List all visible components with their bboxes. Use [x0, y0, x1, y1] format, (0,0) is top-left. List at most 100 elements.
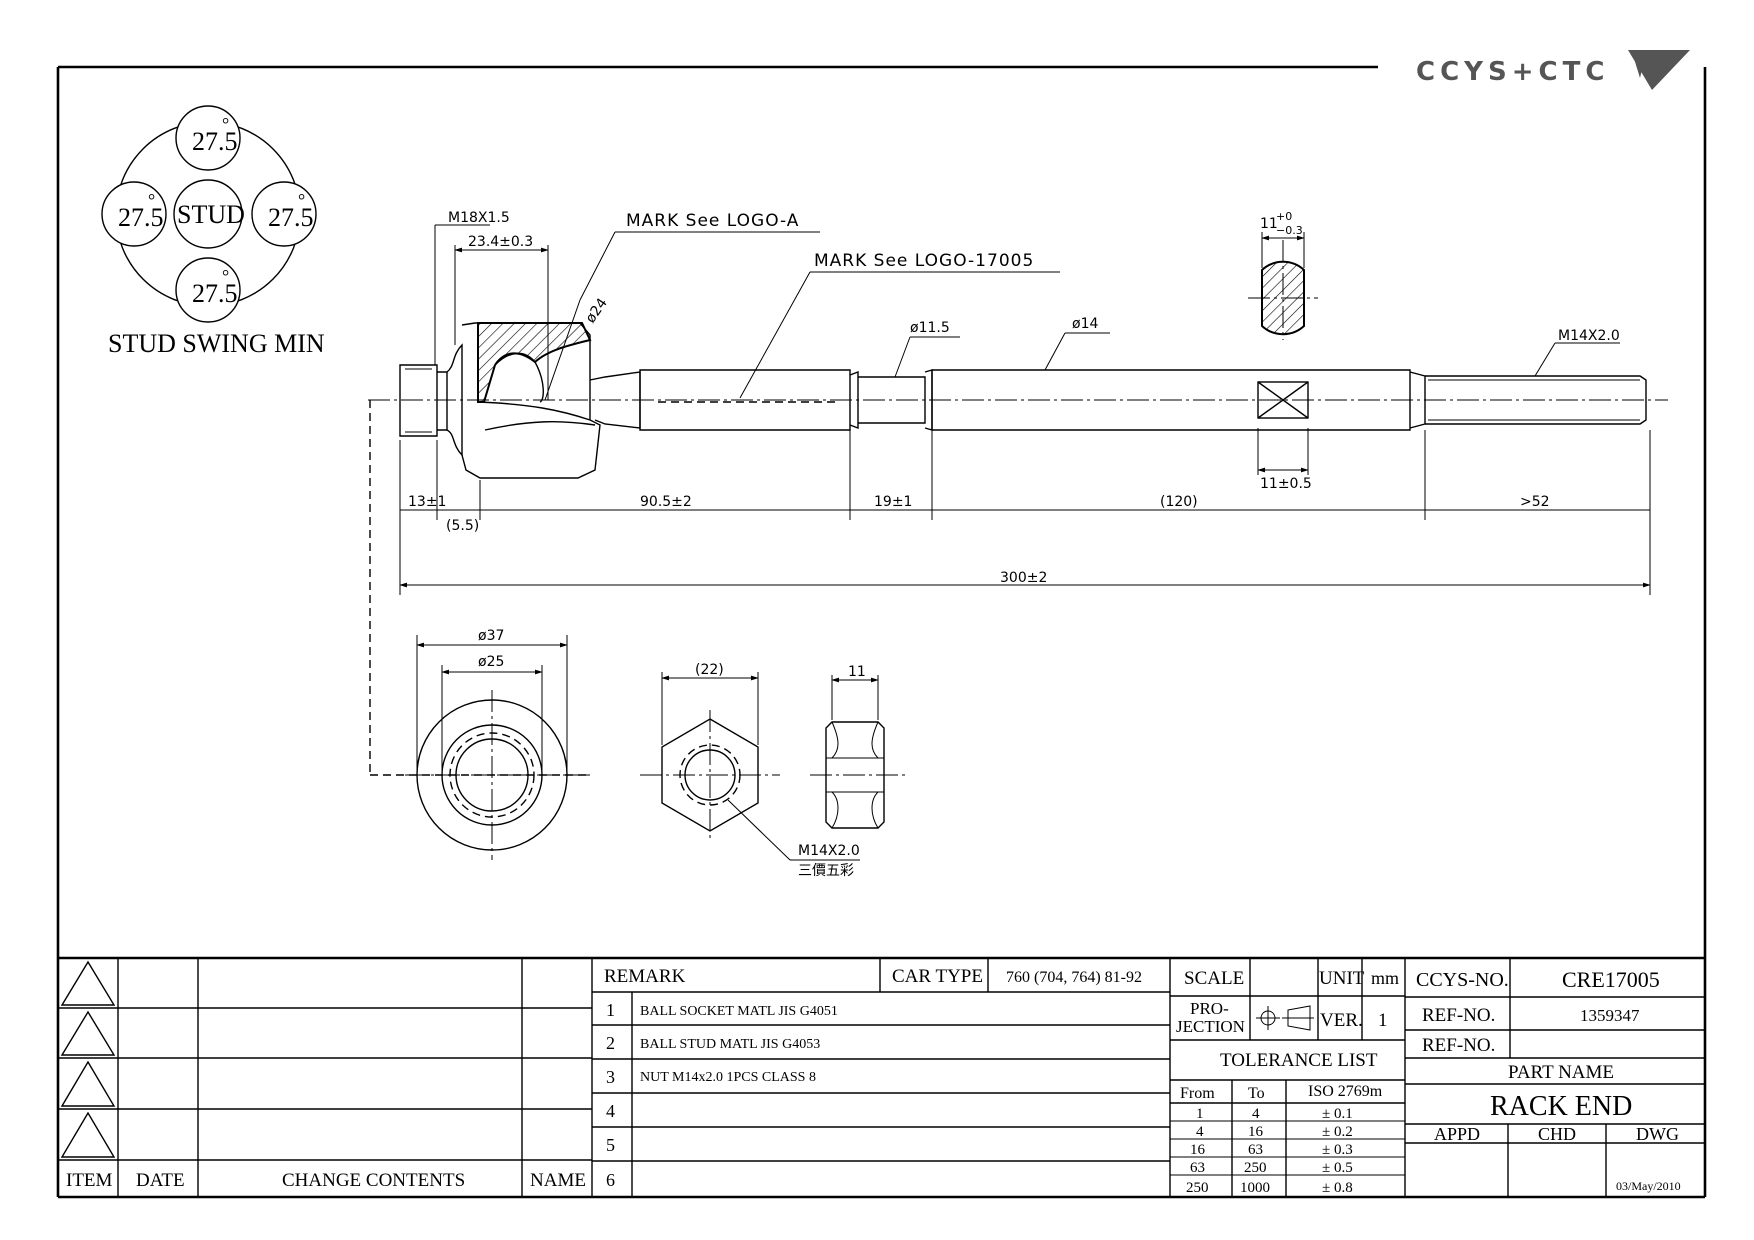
logo-text: CCYS+CTC: [1416, 57, 1609, 87]
revision-block: ITEM DATE CHANGE CONTENTS NAME: [58, 958, 593, 1197]
ref-no-value-1: 1359347: [1580, 1006, 1640, 1025]
ccys-no-value: CRE17005: [1562, 967, 1660, 992]
remark-header: REMARK: [604, 966, 686, 987]
scale-tolerance-block: SCALE UNIT mm PRO- JECTION VER. 1 TOLERA…: [1169, 958, 1405, 1197]
swing-degree-bottom: °: [222, 266, 229, 286]
ver-value: 1: [1378, 1010, 1388, 1031]
dim-flat-11: 11±0.5: [1260, 476, 1312, 492]
swing-degree-left: °: [148, 190, 155, 210]
swing-degree-right: °: [298, 190, 305, 210]
swing-caption: STUD SWING MIN: [108, 329, 325, 358]
tol-row-2-tol: ± 0.2: [1322, 1124, 1353, 1140]
scale-label: SCALE: [1184, 968, 1244, 989]
swing-center-label: STUD: [177, 200, 245, 229]
dim-mark-17005: MARK See LOGO-17005: [814, 251, 1034, 271]
swing-circle-bottom: [175, 257, 241, 323]
dim-phi37: ø37: [478, 628, 504, 644]
stud-swing-diagram: 27.5 27.5 27.5 27.5 ° ° ° ° STUD STUD SW…: [101, 105, 325, 358]
dim-flat-tol-upper: +0: [1276, 210, 1292, 223]
tol-row-2-from: 4: [1196, 1124, 1204, 1140]
tol-row-5-to: 1000: [1240, 1180, 1270, 1196]
dim-m14-top: M14X2.0: [1558, 328, 1620, 344]
appd-label: APPD: [1434, 1124, 1480, 1144]
remark-row-2-no: 2: [606, 1033, 615, 1053]
tolerance-header-iso: ISO 2769m: [1308, 1083, 1383, 1100]
tol-row-4-to: 250: [1244, 1160, 1267, 1176]
remark-row-2-text: BALL STUD MATL JIS G4053: [640, 1037, 820, 1052]
rev-header-name: NAME: [530, 1170, 586, 1191]
drawing-date: 03/May/2010: [1616, 1179, 1681, 1193]
dim-5-5: (5.5): [446, 518, 479, 534]
car-type-label: CAR TYPE: [892, 966, 983, 987]
dim-120: (120): [1160, 494, 1198, 510]
swing-degree-top: °: [222, 114, 229, 134]
remark-row-5-no: 5: [606, 1135, 615, 1155]
rev-header-date: DATE: [136, 1170, 185, 1191]
ver-label: VER.: [1320, 1010, 1363, 1031]
hex-nut-side-view: 11: [810, 664, 905, 829]
swing-top-value: 27.5: [192, 127, 238, 156]
remark-row-1-text: BALL SOCKET MATL JIS G4051: [640, 1004, 838, 1019]
rack-end-side-view: [368, 240, 1668, 479]
logo-mark-icon: [1628, 50, 1690, 90]
title-block: ITEM DATE CHANGE CONTENTS NAME REMARK CA…: [58, 956, 1705, 1197]
dim-flat-tol-lower: −0.3: [1276, 224, 1303, 237]
remark-row-3-no: 3: [606, 1067, 615, 1087]
dim-m18: M18X1.5: [448, 210, 510, 226]
dwg-label: DWG: [1636, 1124, 1679, 1144]
part-info-block: CCYS-NO. CRE17005 REF-NO. 1359347 REF-NO…: [1404, 958, 1705, 1197]
dim-mark-a: MARK See LOGO-A: [626, 211, 799, 231]
swing-circle-right: [251, 181, 317, 247]
tol-row-4-from: 63: [1190, 1160, 1205, 1176]
tol-row-4-tol: ± 0.5: [1322, 1160, 1353, 1176]
tol-row-5-tol: ± 0.8: [1322, 1180, 1353, 1196]
dim-phi11-5: ø11.5: [910, 320, 950, 336]
hex-nut-end-view: (22) M14X2.0 三價五彩: [640, 662, 860, 879]
swing-left-value: 27.5: [118, 203, 164, 232]
flats-section-hatch: [1261, 260, 1305, 336]
remark-row-6-no: 6: [606, 1170, 615, 1190]
dim-phi25: ø25: [478, 654, 504, 670]
dim-13: 13±1: [408, 494, 446, 510]
tol-row-5-from: 250: [1186, 1180, 1209, 1196]
tol-row-3-tol: ± 0.3: [1322, 1142, 1353, 1158]
remark-row-3-text: NUT M14x2.0 1PCS CLASS 8: [640, 1070, 816, 1085]
swing-circle-center: [173, 179, 243, 249]
dimension-texts: M18X1.5 23.4±0.3 MARK See LOGO-A MARK Se…: [408, 210, 1620, 586]
dim-23-4: 23.4±0.3: [468, 234, 533, 250]
unit-label: UNIT: [1319, 968, 1365, 989]
rev-header-change: CHANGE CONTENTS: [282, 1170, 465, 1191]
sheet-border: [56, 65, 1707, 1199]
tol-row-1-to: 4: [1252, 1106, 1260, 1122]
dim-19: 19±1: [874, 494, 912, 510]
car-type-value: 760 (704, 764) 81-92: [1006, 969, 1142, 986]
part-name-value: RACK END: [1490, 1091, 1632, 1122]
swing-circle-left: [101, 181, 167, 247]
dim-nut-spec: M14X2.0: [798, 843, 860, 859]
projection-symbol-icon: [1256, 1005, 1314, 1031]
dim-nut-cn: 三價五彩: [798, 862, 854, 879]
tolerance-header-to: To: [1248, 1085, 1265, 1102]
remark-row-4-no: 4: [606, 1101, 615, 1121]
dim-phi24: ø24: [583, 295, 611, 326]
tolerance-rows: 1 4 ± 0.1 4 16 ± 0.2 16 63 ± 0.3 63 250 …: [1186, 1106, 1353, 1196]
ccys-no-label: CCYS-NO.: [1416, 969, 1509, 991]
revision-triangle-1: [60, 960, 116, 1006]
tol-row-2-to: 16: [1248, 1124, 1264, 1140]
dim-300: 300±2: [1000, 570, 1047, 586]
remark-block: REMARK CAR TYPE 760 (704, 764) 81-92 1 B…: [592, 958, 1170, 1197]
company-logo: CCYS+CTC: [1416, 50, 1690, 90]
projection-label-1: PRO-: [1190, 999, 1229, 1018]
swing-bottom-value: 27.5: [192, 279, 238, 308]
dim-22: (22): [695, 662, 724, 678]
tol-row-3-from: 16: [1190, 1142, 1206, 1158]
tol-row-1-tol: ± 0.1: [1322, 1106, 1353, 1122]
housing-end-view: ø37 ø25: [405, 628, 590, 860]
dim-phi14: ø14: [1072, 316, 1098, 332]
dim-flat-tol-base: 11: [1260, 216, 1278, 232]
part-name-label: PART NAME: [1508, 1062, 1614, 1083]
dimension-lines: [369, 224, 1651, 776]
ref-no-label-2: REF-NO.: [1422, 1035, 1495, 1056]
ref-no-label-1: REF-NO.: [1422, 1005, 1495, 1026]
